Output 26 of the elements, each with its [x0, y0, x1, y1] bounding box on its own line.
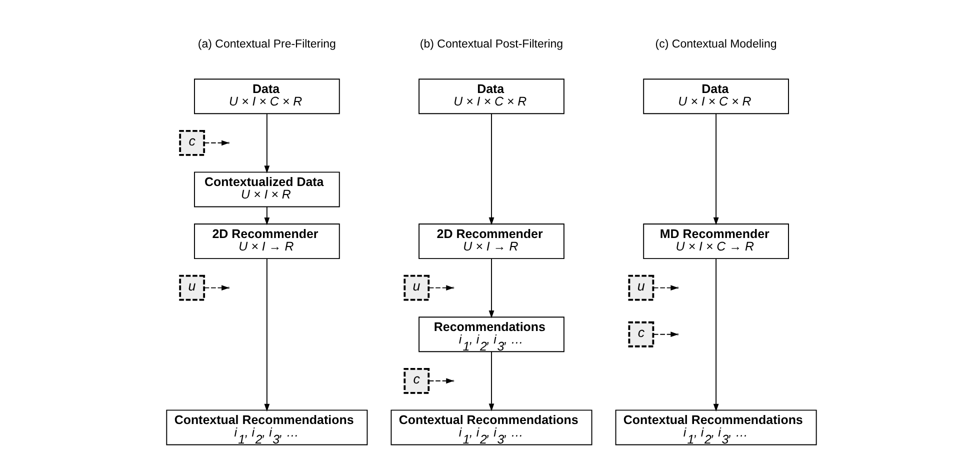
node-box: 2D Recommender U × I → R [418, 224, 564, 260]
label: (a) Contextual Pre-Filtering [198, 38, 336, 51]
arrow [264, 114, 270, 174]
arrow [488, 113, 494, 226]
arrow [488, 258, 494, 318]
arrow [264, 206, 270, 226]
node-box: MD Recommender U × I × C → R [643, 224, 789, 260]
node-box: u [404, 274, 430, 301]
arrow [652, 332, 678, 338]
node-box: u [628, 274, 654, 301]
arrow [264, 258, 270, 412]
arrow [488, 352, 494, 412]
node-box: c [404, 368, 430, 394]
node-box: Data U × I × C × R [418, 78, 564, 114]
node-box: c [179, 130, 206, 156]
node-box: u [179, 274, 206, 301]
label: (b) Contextual Post-Filtering [420, 38, 564, 51]
node-box: 2D Recommender U × I → R [194, 224, 340, 260]
node-box: Data U × I × C × R [194, 78, 340, 114]
node-box: c [628, 321, 654, 348]
node-box: Data U × I × C × R [643, 78, 789, 114]
arrow [713, 113, 719, 226]
node-box: Contextualized Data U × I × R [194, 172, 340, 208]
arrow [713, 258, 719, 412]
arrow [652, 285, 678, 291]
label: (c) Contextual Modeling [655, 38, 777, 51]
